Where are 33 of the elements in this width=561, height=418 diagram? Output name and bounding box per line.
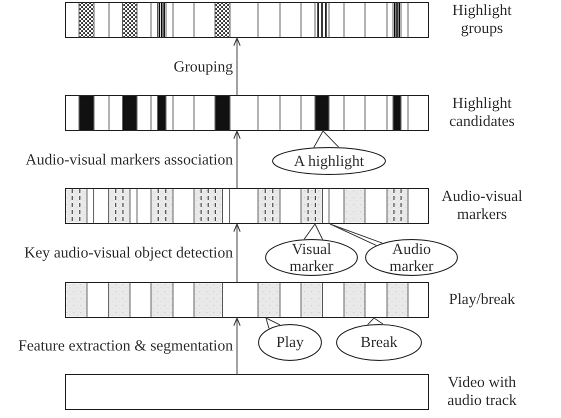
- stage-label: Play/break: [448, 291, 516, 309]
- step-label: Key audio-visual object detection: [24, 244, 233, 262]
- callout-text: Visual marker: [288, 240, 334, 274]
- segmented-bar: [65, 2, 429, 38]
- callout-bubble: [272, 147, 386, 175]
- segmented-bar: [65, 95, 429, 131]
- segmented-bar: [65, 282, 429, 318]
- stage-label: Video with audio track: [446, 374, 518, 410]
- callout-bubble: [265, 239, 358, 276]
- callout-bubble: [365, 239, 458, 276]
- arrow: [233, 317, 241, 374]
- callout-text: Play: [276, 334, 304, 351]
- segmented-bar: [65, 188, 429, 224]
- stage-label: Highlight groups: [451, 2, 513, 38]
- callout-text: Break: [360, 334, 398, 351]
- callout-text: A highlight: [294, 152, 364, 170]
- arrow: [233, 130, 241, 188]
- callout-pointer: [330, 224, 383, 246]
- step-label: Grouping: [174, 58, 233, 75]
- callout-text: Audio marker: [388, 240, 434, 274]
- arrow: [233, 223, 241, 282]
- callout-bubble: [258, 324, 322, 361]
- stage-label: Highlight candidates: [448, 95, 516, 131]
- callout-bubble: [336, 324, 422, 361]
- step-label: Feature extraction & segmentation: [18, 338, 233, 354]
- plain-bar: [65, 374, 429, 410]
- callout-pointer: [304, 224, 324, 240]
- callout-pointer: [313, 130, 340, 148]
- callout-pointer: [266, 318, 281, 329]
- stage-label: Audio-visual markers: [440, 188, 524, 224]
- step-label: Audio-visual markers association: [26, 151, 233, 168]
- arrow: [233, 37, 241, 96]
- callout-pointer: [367, 318, 384, 326]
